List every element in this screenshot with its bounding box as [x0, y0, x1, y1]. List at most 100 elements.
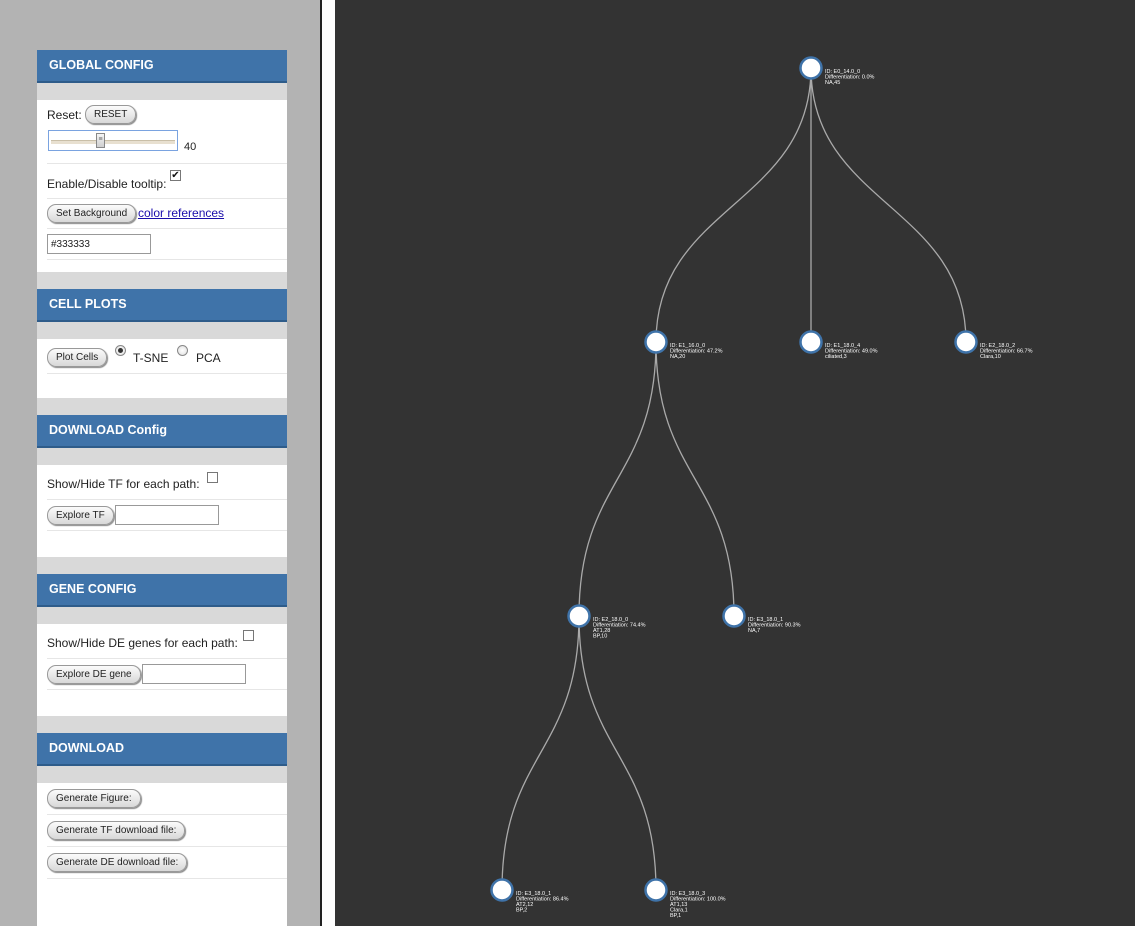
node-label: BP,1 — [670, 913, 681, 919]
node-label: ID: E1_16.0_0 — [670, 343, 705, 349]
show-tf-checkbox[interactable] — [207, 472, 218, 483]
generate-figure-button[interactable]: Generate Figure: — [47, 789, 141, 808]
reset-row: Reset: RESET ≡ 40 — [47, 100, 287, 164]
global-config-title: GLOBAL CONFIG — [49, 58, 154, 72]
panel-spacer — [37, 322, 287, 339]
slider-handle[interactable]: ≡ — [96, 133, 105, 148]
cell-plots-body: Plot Cells T-SNE PCA — [37, 339, 287, 398]
node-label: Differentiation: 0.0% — [825, 75, 875, 81]
node-circle[interactable] — [722, 604, 746, 628]
pca-label: PCA — [196, 351, 221, 365]
pca-radio[interactable] — [177, 345, 188, 356]
gene-config-header[interactable]: GENE CONFIG — [37, 574, 287, 607]
node-label: ID: E3_18.0_1 — [516, 891, 551, 897]
node-label: ID: E3_18.0_1 — [748, 617, 783, 623]
node-label: Differentiation: 86.4% — [516, 897, 569, 903]
tree-link — [578, 341, 657, 617]
node-circle[interactable] — [490, 878, 514, 902]
node-circle[interactable] — [954, 330, 978, 354]
node-label: Clara,10 — [980, 354, 1001, 360]
gene-config-body: Show/Hide DE genes for each path: Explor… — [37, 624, 287, 716]
node-label: ID: E0_14.0_0 — [825, 69, 860, 75]
node-circle[interactable] — [567, 604, 591, 628]
global-config-header[interactable]: GLOBAL CONFIG — [37, 50, 287, 83]
show-tf-label: Show/Hide TF for each path: — [47, 477, 200, 491]
download-config-body: Show/Hide TF for each path: Explore TF — [37, 465, 287, 557]
plot-cells-button[interactable]: Plot Cells — [47, 348, 108, 367]
node-label: AT1,13 — [670, 902, 687, 908]
slider-value: 40 — [184, 141, 197, 153]
generate-tf-button[interactable]: Generate TF download file: — [47, 821, 186, 840]
node-label: Differentiation: 90.3% — [748, 623, 801, 629]
tree-link — [655, 341, 735, 617]
global-config-body: Reset: RESET ≡ 40 Enable/Disable tooltip… — [37, 100, 287, 272]
node-circle[interactable] — [644, 878, 668, 902]
color-references-link[interactable]: color references — [138, 206, 225, 220]
node-label: Differentiation: 74.4% — [593, 623, 646, 629]
download-config-title: DOWNLOAD Config — [49, 423, 168, 437]
node-label: ciliated,3 — [825, 354, 847, 360]
background-row: Set Background color references — [47, 198, 287, 229]
panel-spacer — [37, 557, 287, 574]
cell-plots-title: CELL PLOTS — [49, 297, 127, 311]
tooltip-checkbox[interactable]: ✔ — [170, 170, 181, 181]
generate-figure-row: Generate Figure: — [47, 783, 287, 815]
node-label: BP,10 — [593, 634, 607, 640]
generate-de-button[interactable]: Generate DE download file: — [47, 853, 188, 872]
node-circle[interactable] — [799, 330, 823, 354]
node-label: Differentiation: 49.0% — [825, 349, 878, 355]
panel-spacer — [37, 448, 287, 465]
tree-link — [810, 67, 967, 343]
zoom-slider[interactable]: ≡ — [48, 130, 178, 151]
tree-link — [655, 67, 812, 343]
node-label: AT2,12 — [516, 902, 533, 908]
explore-de-button[interactable]: Explore DE gene — [47, 665, 141, 684]
tree-link — [501, 615, 580, 891]
explore-de-row: Explore DE gene — [47, 658, 287, 690]
explore-tf-input[interactable] — [115, 505, 219, 525]
plot-cells-row: Plot Cells T-SNE PCA — [47, 339, 287, 374]
tsne-label: T-SNE — [133, 351, 169, 365]
panel-spacer — [37, 83, 287, 100]
node-label: NA,45 — [825, 80, 840, 86]
download-config-header[interactable]: DOWNLOAD Config — [37, 415, 287, 448]
show-tf-row: Show/Hide TF for each path: — [47, 465, 287, 500]
explore-de-input[interactable] — [142, 664, 246, 684]
cell-plots-header[interactable]: CELL PLOTS — [37, 289, 287, 322]
generate-de-row: Generate DE download file: — [47, 846, 287, 879]
node-label: Differentiation: 66.7% — [980, 349, 1033, 355]
reset-button[interactable]: RESET — [85, 105, 137, 124]
node-circle[interactable] — [644, 330, 668, 354]
panel-spacer — [37, 716, 287, 733]
panel-spacer — [37, 607, 287, 624]
node-label: BP,2 — [516, 908, 527, 914]
node-label: ID: E2_18.0_2 — [980, 343, 1015, 349]
node-label: ID: E2_18.0_0 — [593, 617, 628, 623]
tsne-radio[interactable] — [115, 345, 126, 356]
node-label: ID: E3_18.0_3 — [670, 891, 705, 897]
node-circle[interactable] — [799, 56, 823, 80]
panel-spacer — [37, 766, 287, 783]
node-label: Differentiation: 100.0% — [670, 897, 726, 903]
slider-track — [51, 140, 175, 144]
gene-config-title: GENE CONFIG — [49, 582, 137, 596]
set-background-button[interactable]: Set Background — [47, 204, 137, 223]
node-label: AT1,28 — [593, 628, 610, 634]
explore-tf-button[interactable]: Explore TF — [47, 506, 114, 525]
explore-tf-row: Explore TF — [47, 499, 287, 531]
node-label: ID: E1_18.0_4 — [825, 343, 860, 349]
download-header[interactable]: DOWNLOAD — [37, 733, 287, 766]
show-de-checkbox[interactable] — [243, 630, 254, 641]
panel-spacer — [37, 272, 287, 289]
background-color-input[interactable] — [47, 234, 151, 254]
